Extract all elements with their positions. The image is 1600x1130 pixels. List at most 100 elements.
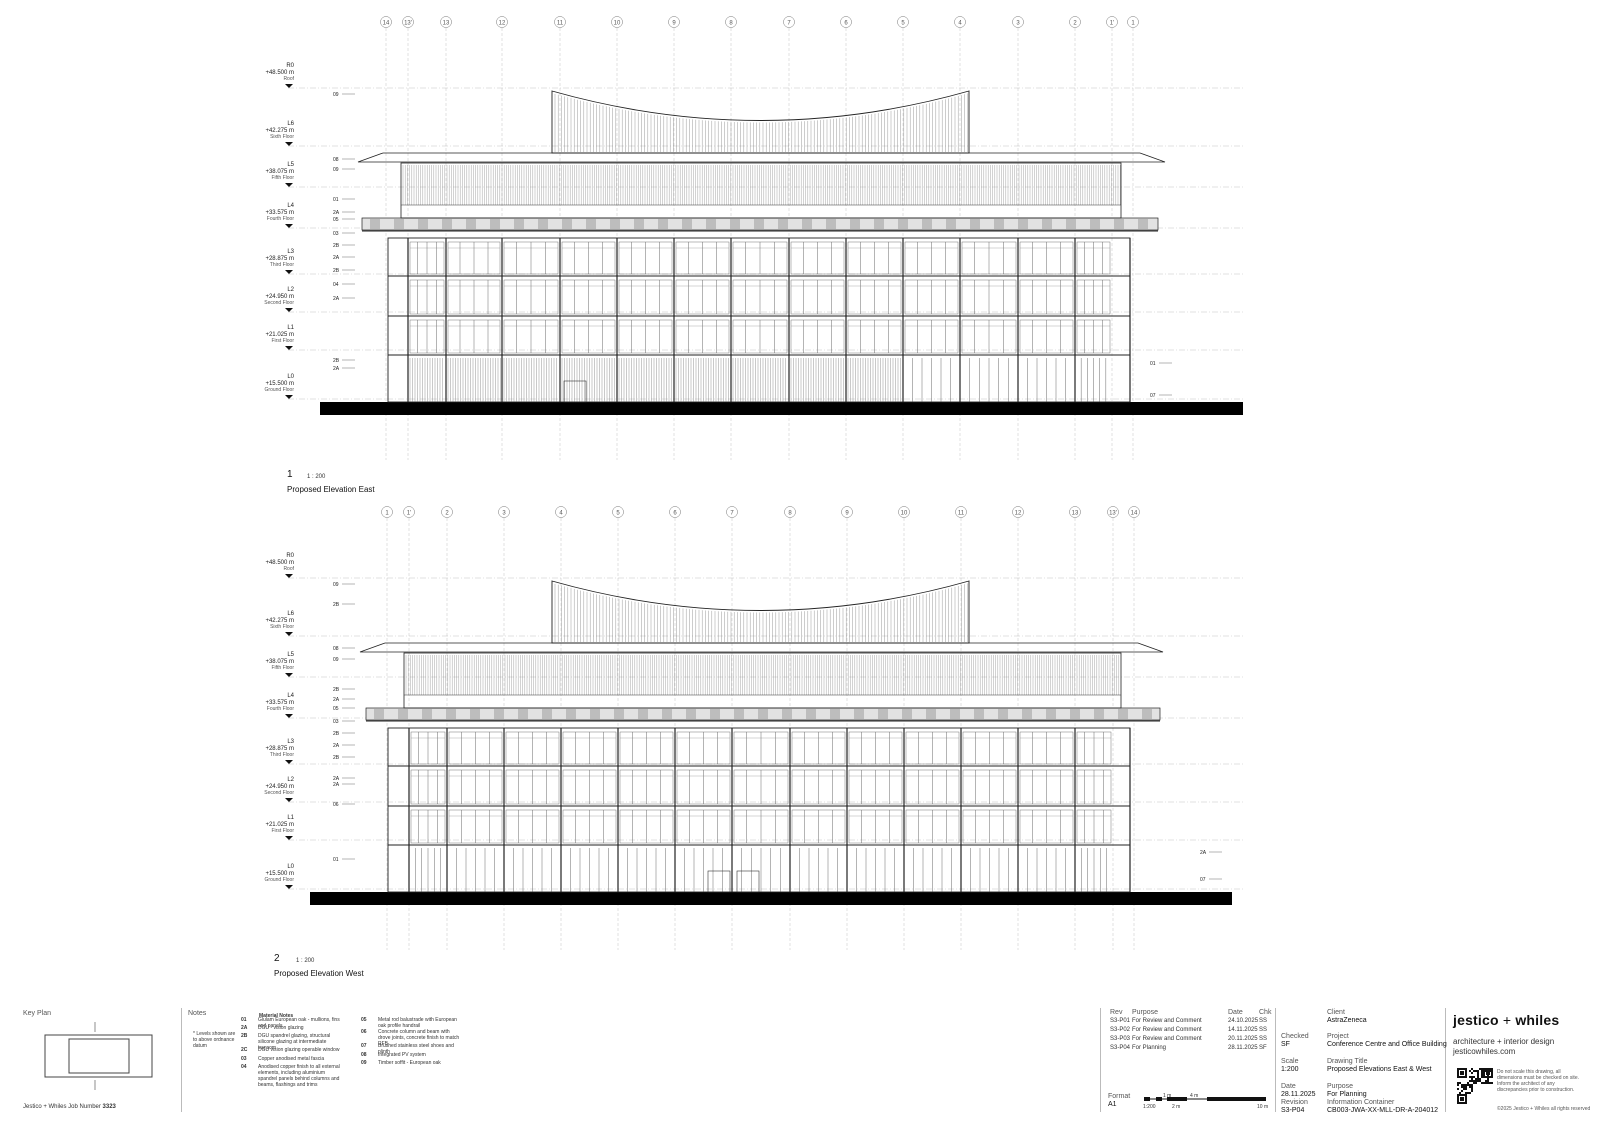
brand-name-b: whiles <box>1515 1012 1560 1028</box>
grid-bubble <box>555 506 567 518</box>
balustrade-panel <box>1070 709 1080 719</box>
window-panel <box>1019 809 1074 844</box>
grid-label: 7 <box>730 511 734 517</box>
material-tag: 04 <box>333 282 339 288</box>
revision-rev: S3-P03 <box>1110 1036 1131 1042</box>
balustrade-panel <box>826 219 836 229</box>
divider <box>1445 1008 1446 1112</box>
material-code: 08 <box>361 1052 367 1058</box>
scale-bar <box>1144 1097 1266 1101</box>
chk-header: Chk <box>1259 1009 1272 1016</box>
grid-bubble <box>841 506 853 518</box>
balustrade-panel <box>490 219 500 229</box>
entrance-door <box>563 380 587 403</box>
notes-label: Notes <box>188 1010 207 1017</box>
window-panel <box>618 241 673 275</box>
level-marker <box>285 346 293 350</box>
material-tag: 01 <box>1150 361 1156 367</box>
grid-bubble <box>955 506 967 518</box>
level-code: L4 <box>287 203 294 209</box>
balustrade-panel <box>902 709 912 719</box>
copyright: ©2025 Jestico + Whiles all rights reserv… <box>1497 1106 1591 1112</box>
curved-roof <box>551 580 970 644</box>
material-tag: 05 <box>333 217 339 223</box>
drawing-1-title: Proposed Elevation East <box>287 485 375 494</box>
material-tag: 2A <box>333 776 340 782</box>
grid-bubble <box>380 16 392 28</box>
balustrade-panel <box>830 709 840 719</box>
drawing-2-number: 2 <box>274 953 280 964</box>
window-panel <box>961 319 1017 354</box>
revision-rev: S3-P01 <box>1110 1018 1131 1024</box>
balustrade-panel <box>1022 709 1032 719</box>
material-tag: 2A <box>333 743 340 749</box>
window-panel <box>791 769 846 805</box>
material-code: 2A <box>241 1025 248 1031</box>
window-panel <box>409 279 445 315</box>
revision-purpose: For Review and Comment <box>1132 1027 1202 1033</box>
entrance-door <box>707 870 731 893</box>
balustrade-panel <box>802 219 812 229</box>
window-panel <box>505 769 560 805</box>
window-panel <box>410 809 446 844</box>
material-tag: 2A <box>333 366 340 372</box>
grid-bubble <box>1107 506 1119 518</box>
window-panel <box>732 279 788 315</box>
window-panel <box>791 809 846 844</box>
balustrade-panel <box>946 219 956 229</box>
balustrade-panel <box>518 709 528 719</box>
level-name: Ground Floor <box>265 877 295 883</box>
balustrade-panel <box>754 219 764 229</box>
window-panel <box>962 731 1017 765</box>
balustrade-panel <box>418 219 428 229</box>
level-code: L2 <box>287 287 294 293</box>
grid-label: 13 <box>1072 511 1079 517</box>
level-height: +42.275 m <box>265 618 294 624</box>
balustrade-panel <box>586 219 596 229</box>
material-tag: 2B <box>333 243 340 249</box>
disclaimer: Do not scale this drawing, all dimension… <box>1497 1069 1579 1093</box>
revision-chk: SF <box>1259 1045 1267 1051</box>
scalebar-1m: 1 m <box>1163 1093 1172 1099</box>
window-panel <box>409 241 445 275</box>
level-height: +28.875 m <box>265 256 294 262</box>
window-panel <box>562 809 617 844</box>
level-code: L1 <box>287 815 294 821</box>
material-tag: 2B <box>333 268 340 274</box>
material-text: DGU spandrel glazing, structural silicon… <box>258 1033 331 1051</box>
window-panel <box>619 769 674 805</box>
level-name: Second Floor <box>264 300 294 306</box>
revision-label: Revision <box>1281 1099 1308 1106</box>
level-name: Fourth Floor <box>267 706 295 712</box>
level-height: +28.875 m <box>265 746 294 752</box>
material-tag: 06 <box>333 802 339 808</box>
date-value: 28.11.2025 <box>1281 1091 1316 1098</box>
grid-label: 7 <box>787 21 791 27</box>
drawing-title-label: Drawing Title <box>1327 1058 1368 1065</box>
balustrade-panel <box>874 219 884 229</box>
window-panel <box>791 731 846 765</box>
grid-bubble <box>403 506 415 518</box>
grid-label: 14 <box>1131 511 1138 517</box>
material-tag: 01 <box>333 857 339 863</box>
grid-label: 4 <box>958 21 962 27</box>
level-height: +38.075 m <box>265 659 294 665</box>
grid-label: 4 <box>559 511 563 517</box>
level-code: L5 <box>287 162 294 168</box>
grid-label: 14 <box>383 21 390 27</box>
window-panel <box>410 769 446 805</box>
grid-bubble <box>612 506 624 518</box>
grid-label: 13' <box>404 21 412 27</box>
grid-bubble <box>611 16 623 28</box>
grid-bubble <box>496 16 508 28</box>
grid-label: 5 <box>901 21 905 27</box>
balustrade-panel <box>994 219 1004 229</box>
balustrade-panel <box>1142 709 1152 719</box>
divider <box>1100 1008 1101 1112</box>
window-panel <box>732 319 788 354</box>
material-text: Integrated PV system <box>378 1052 426 1058</box>
grid-bubble <box>381 506 393 518</box>
material-tag: 2B <box>333 358 340 364</box>
balustrade-panel <box>562 219 572 229</box>
level-height: +38.075 m <box>265 169 294 175</box>
